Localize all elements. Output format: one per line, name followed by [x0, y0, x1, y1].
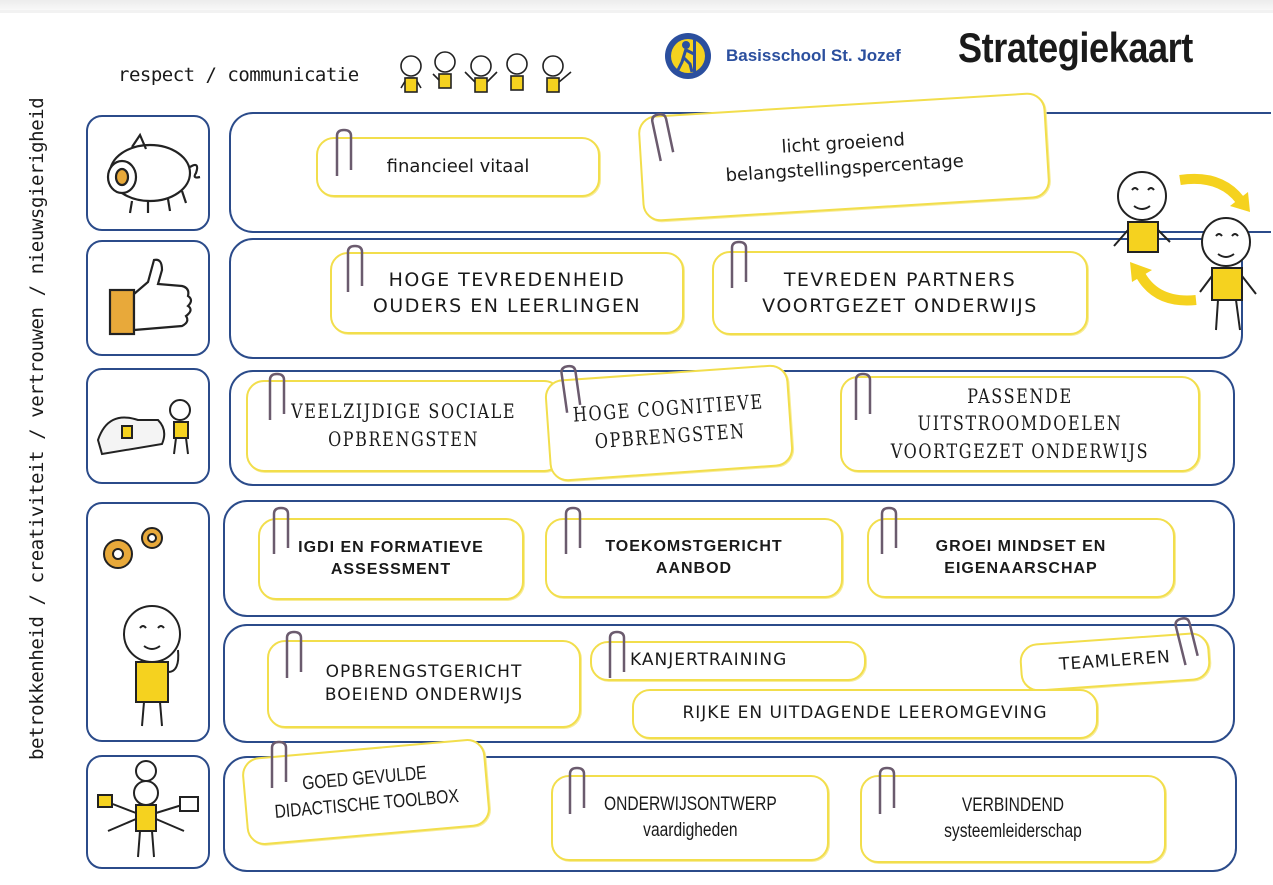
icon-box-learning	[86, 755, 210, 869]
paperclip-icon	[568, 766, 586, 814]
school-logo-icon	[665, 33, 711, 79]
top-shadow	[0, 10, 1273, 13]
paperclip-icon	[730, 240, 748, 288]
icon-box-satisfaction	[86, 240, 210, 356]
paperclip-icon	[560, 364, 582, 413]
icon-box-process	[86, 502, 210, 742]
kids-doodle-icon	[400, 51, 572, 93]
paperclip-icon	[346, 244, 364, 292]
paperclip-icon	[854, 372, 872, 420]
card-kanjertraining: KANJERTRAINING	[590, 641, 866, 681]
paperclip-icon	[564, 506, 582, 554]
paperclip-icon	[272, 506, 290, 554]
paperclip-icon	[878, 766, 896, 814]
piggy-bank-icon	[106, 132, 201, 214]
paperclip-icon	[880, 506, 898, 554]
motto-text: respect / communicatie	[118, 64, 359, 86]
card-financieel-vitaal: financieel vitaal	[316, 137, 600, 197]
top-bar	[0, 0, 1273, 10]
paperclip-icon	[285, 630, 303, 678]
page-title: Strategiekaart	[958, 24, 1193, 71]
paperclip-icon	[650, 113, 675, 162]
thumbs-up-icon	[108, 258, 193, 336]
paperclip-icon	[608, 630, 626, 678]
paperclip-icon	[268, 372, 286, 420]
sleeping-shoe-icon	[96, 399, 191, 456]
paperclip-icon	[270, 740, 288, 788]
card-rijke-leeromgeving: RIJKE EN UITDAGENDE LEEROMGEVING	[632, 689, 1098, 739]
cycle-arrows-figures-icon	[1113, 171, 1257, 331]
school-name: Basisschool St. Jozef	[726, 46, 901, 65]
paperclip-icon	[1174, 617, 1199, 666]
multitasking-person-icon	[97, 760, 199, 858]
icon-box-outcomes	[86, 368, 210, 484]
paperclip-icon	[335, 128, 353, 176]
core-values-label: betrokkenheid / creativiteit / vertrouwe…	[26, 97, 48, 760]
icon-box-financial	[86, 115, 210, 231]
gears-thinker-icon	[103, 527, 181, 727]
